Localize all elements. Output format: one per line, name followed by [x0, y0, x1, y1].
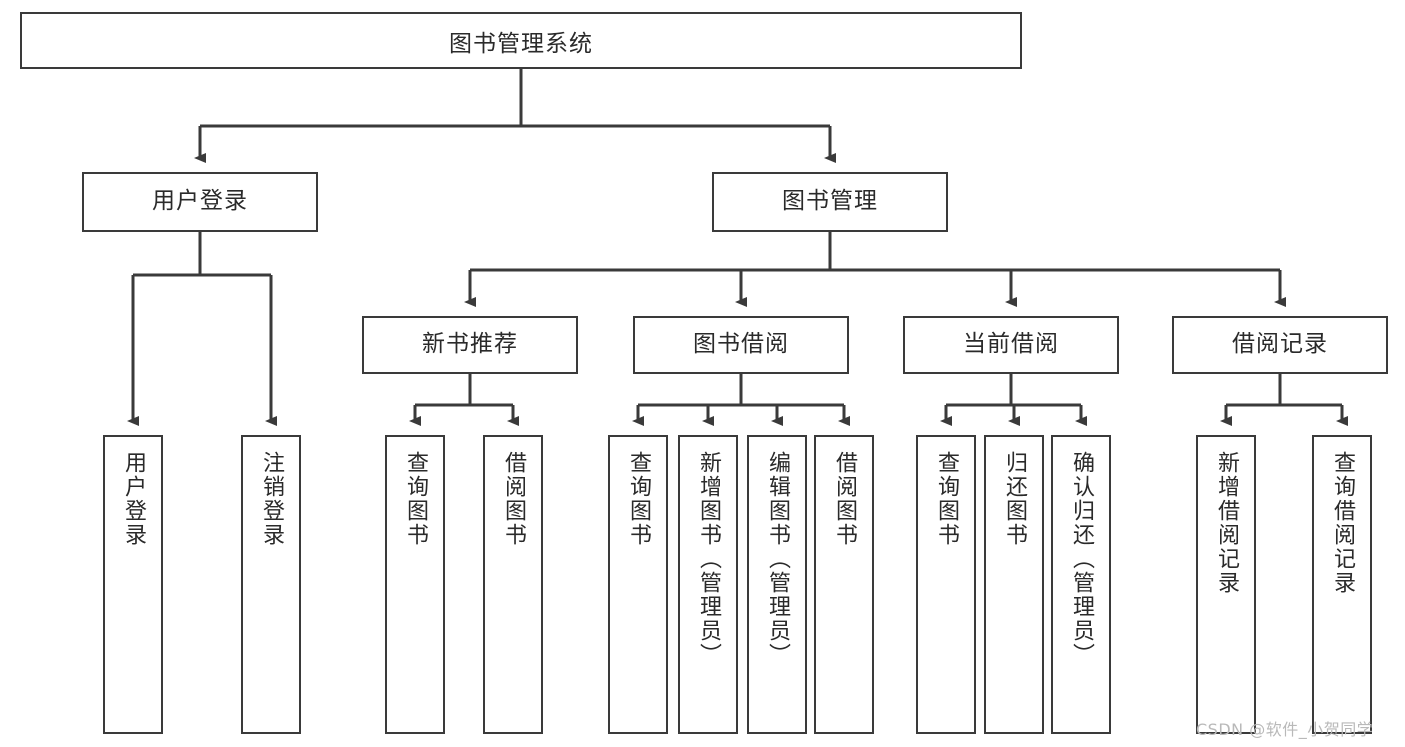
node-borrow-record-label: 借阅记录 [1232, 331, 1328, 358]
node-current-borrow-label: 当前借阅 [963, 331, 1059, 358]
node-current-borrow[interactable]: 当前借阅 [903, 316, 1119, 374]
node-book-management-label: 图书管理 [782, 188, 878, 215]
leaf-logout-label: 注销登录 [258, 451, 284, 547]
leaf-query-book[interactable]: 查询图书 [608, 435, 668, 734]
node-user-login[interactable]: 用户登录 [82, 172, 318, 232]
leaf-add-book-admin-label: 新增图书（管理员） [695, 451, 721, 667]
node-new-book-recommend-label: 新书推荐 [422, 331, 518, 358]
leaf-add-book-admin[interactable]: 新增图书（管理员） [678, 435, 738, 734]
leaf-borrow-book[interactable]: 借阅图书 [814, 435, 874, 734]
node-borrow-record[interactable]: 借阅记录 [1172, 316, 1388, 374]
leaf-borrow-book-new-label: 借阅图书 [500, 451, 526, 547]
leaf-borrow-book-new[interactable]: 借阅图书 [483, 435, 543, 734]
leaf-add-borrow-record-label: 新增借阅记录 [1213, 451, 1239, 595]
watermark: CSDN @软件_小贺同学 [1196, 720, 1374, 739]
leaf-query-book-current[interactable]: 查询图书 [916, 435, 976, 734]
leaf-edit-book-admin-label: 编辑图书（管理员） [764, 451, 790, 667]
leaf-add-borrow-record[interactable]: 新增借阅记录 [1196, 435, 1256, 734]
leaf-confirm-return-admin-label: 确认归还（管理员） [1068, 451, 1094, 667]
leaf-confirm-return-admin[interactable]: 确认归还（管理员） [1051, 435, 1111, 734]
leaf-user-login-label: 用户登录 [120, 451, 146, 547]
leaf-query-book-current-label: 查询图书 [933, 451, 959, 547]
node-user-login-label: 用户登录 [152, 188, 248, 215]
leaf-query-book-label: 查询图书 [625, 451, 651, 547]
leaf-query-borrow-record-label: 查询借阅记录 [1329, 451, 1355, 595]
leaf-borrow-book-label: 借阅图书 [831, 451, 857, 547]
leaf-logout[interactable]: 注销登录 [241, 435, 301, 734]
leaf-query-book-new-label: 查询图书 [402, 451, 428, 547]
node-root-label: 图书管理系统 [449, 30, 593, 57]
leaf-return-book-label: 归还图书 [1001, 451, 1027, 547]
node-root[interactable]: 图书管理系统 [20, 12, 1022, 69]
node-new-book-recommend[interactable]: 新书推荐 [362, 316, 578, 374]
leaf-query-borrow-record[interactable]: 查询借阅记录 [1312, 435, 1372, 734]
node-book-management[interactable]: 图书管理 [712, 172, 948, 232]
node-book-borrow[interactable]: 图书借阅 [633, 316, 849, 374]
leaf-edit-book-admin[interactable]: 编辑图书（管理员） [747, 435, 807, 734]
leaf-return-book[interactable]: 归还图书 [984, 435, 1044, 734]
leaf-user-login[interactable]: 用户登录 [103, 435, 163, 734]
leaf-query-book-new[interactable]: 查询图书 [385, 435, 445, 734]
node-book-borrow-label: 图书借阅 [693, 331, 789, 358]
